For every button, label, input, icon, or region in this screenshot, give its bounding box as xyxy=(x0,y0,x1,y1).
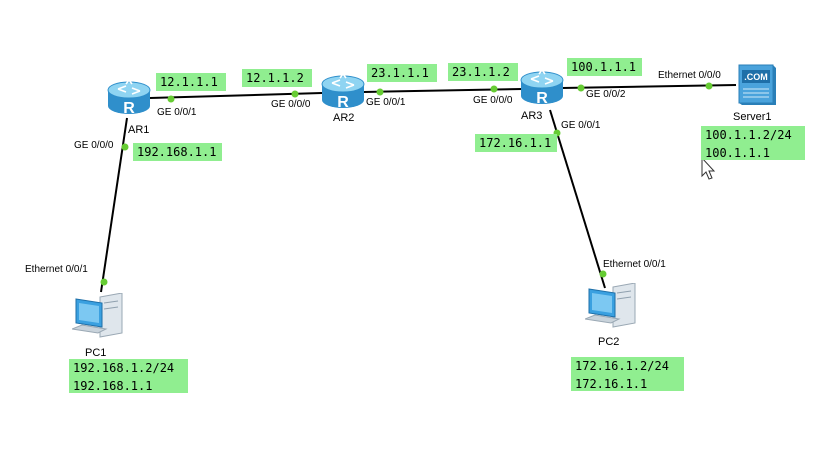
port-label-ar2-ge001: GE 0/0/1 xyxy=(366,97,406,108)
port-label-ar2-ge000: GE 0/0/0 xyxy=(271,99,311,110)
port-dot-server-eth[interactable] xyxy=(705,82,713,90)
mouse-cursor-icon xyxy=(701,156,716,180)
server-ip: 100.1.1.2/24 xyxy=(705,128,792,142)
svg-text:R: R xyxy=(123,100,135,117)
router-icon: R xyxy=(520,69,564,107)
port-label-ar1-ge001: GE 0/0/1 xyxy=(157,107,197,118)
port-dot-pc2-eth[interactable] xyxy=(599,270,607,278)
router-icon: R xyxy=(107,79,151,117)
port-dot-pc1-eth[interactable] xyxy=(100,278,108,286)
pc-icon xyxy=(70,292,123,338)
port-dot-ar2-ge000[interactable] xyxy=(291,90,299,98)
port-label-ar3-ge002: GE 0/0/2 xyxy=(586,89,626,100)
pc2-ip: 172.16.1.2/24 xyxy=(575,359,669,373)
router-ar2[interactable]: R xyxy=(320,70,366,118)
device-label-server1: Server1 xyxy=(733,111,772,123)
device-label-ar2: AR2 xyxy=(333,112,355,124)
device-label-pc2: PC2 xyxy=(598,336,620,348)
ip-tag-ar1-ge000: 192.168.1.1 xyxy=(133,143,222,161)
ip-tag-ar3-ge001: 172.16.1.1 xyxy=(475,134,557,152)
ip-tag-ar1-ge001: 12.1.1.1 xyxy=(156,73,226,91)
server-icon: .COM xyxy=(738,64,776,105)
port-dot-ar2-ge001[interactable] xyxy=(376,88,384,96)
port-label-pc1-eth: Ethernet 0/0/1 xyxy=(25,264,88,275)
pc2-config-box: 172.16.1.2/24 172.16.1.1 xyxy=(571,357,684,391)
device-label-ar3: AR3 xyxy=(521,110,543,122)
port-label-ar3-ge001: GE 0/0/1 xyxy=(561,120,601,131)
port-label-pc2-eth: Ethernet 0/0/1 xyxy=(603,259,666,270)
pc1-config-box: 192.168.1.2/24 192.168.1.1 xyxy=(69,359,188,393)
link-ar3-pc2[interactable] xyxy=(549,109,606,289)
link-ar2-ar3[interactable] xyxy=(363,88,523,93)
port-dot-ar3-ge002[interactable] xyxy=(577,84,585,92)
port-label-ar1-ge000: GE 0/0/0 xyxy=(74,140,114,151)
server-gateway: 100.1.1.1 xyxy=(705,146,771,160)
pc2[interactable] xyxy=(583,282,637,335)
port-dot-ar3-ge000[interactable] xyxy=(490,85,498,93)
pc1[interactable] xyxy=(70,292,124,345)
device-label-ar1: AR1 xyxy=(128,124,150,136)
pc1-ip: 192.168.1.2/24 xyxy=(73,361,175,375)
ip-tag-ar2-ge001: 23.1.1.1 xyxy=(367,64,437,82)
pc1-gateway: 192.168.1.1 xyxy=(73,379,153,393)
ip-tag-ar3-ge000: 23.1.1.2 xyxy=(448,63,518,81)
port-dot-ar1-ge000[interactable] xyxy=(121,143,129,151)
server-config-box: 100.1.1.2/24 100.1.1.1 xyxy=(701,126,805,160)
port-dot-ar1-ge001[interactable] xyxy=(167,95,175,103)
ip-tag-ar3-ge002: 100.1.1.1 xyxy=(567,58,642,76)
svg-text:R: R xyxy=(337,94,349,111)
router-ar3[interactable]: R xyxy=(519,66,565,114)
pc2-gateway: 172.16.1.1 xyxy=(575,377,648,391)
svg-text:R: R xyxy=(536,90,548,107)
server-badge-text: .COM xyxy=(744,72,768,82)
router-ar1[interactable]: R xyxy=(106,76,152,124)
port-label-server-eth: Ethernet 0/0/0 xyxy=(658,70,721,81)
ip-tag-ar2-ge000: 12.1.1.2 xyxy=(242,69,312,87)
port-dots xyxy=(100,82,713,286)
router-icon: R xyxy=(321,73,365,111)
pc-icon xyxy=(583,282,636,328)
server1[interactable]: .COM xyxy=(735,61,777,109)
device-label-pc1: PC1 xyxy=(85,347,107,359)
port-label-ar3-ge000: GE 0/0/0 xyxy=(473,95,513,106)
